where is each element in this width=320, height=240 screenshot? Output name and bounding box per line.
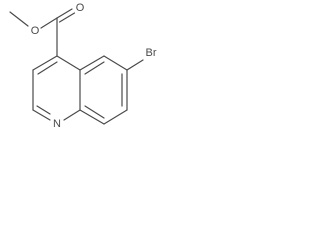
atom-label-bromine: Br bbox=[146, 47, 157, 59]
bond-c3-c4-inner bbox=[37, 61, 58, 75]
ester-group bbox=[9, 8, 76, 57]
bond-c3-c4 bbox=[32, 55, 58, 71]
bond-c4a-c5-inner bbox=[84, 61, 105, 75]
bond-c8a-n bbox=[63, 109, 81, 121]
bond-carbonyl-double-b bbox=[58, 12, 76, 23]
bond-c6-br bbox=[126, 59, 144, 71]
bond-carbonyl-double-a bbox=[56, 8, 73, 19]
bond-c4a-c5 bbox=[79, 55, 105, 71]
atom-label-nitrogen: N bbox=[53, 118, 61, 130]
bond-n-c2-inner bbox=[36, 105, 51, 115]
benzene-ring bbox=[79, 55, 144, 125]
chemical-structure-diagram: O O N Br bbox=[9, 2, 157, 130]
bond-c8-c8a-inner bbox=[84, 105, 105, 119]
bond-c7-c8 bbox=[103, 109, 128, 125]
bond-c5-c6 bbox=[103, 55, 128, 71]
bond-c8-c8a bbox=[79, 109, 105, 125]
bond-o-carbonyl-c bbox=[40, 17, 58, 29]
atom-label-ether-oxygen: O bbox=[31, 25, 40, 37]
bond-c4-c4a bbox=[56, 55, 81, 71]
atom-label-carbonyl-oxygen: O bbox=[76, 2, 85, 14]
bond-methyl-o bbox=[9, 11, 29, 27]
pyridine-ring bbox=[32, 55, 81, 121]
bond-n-c2 bbox=[32, 109, 51, 121]
